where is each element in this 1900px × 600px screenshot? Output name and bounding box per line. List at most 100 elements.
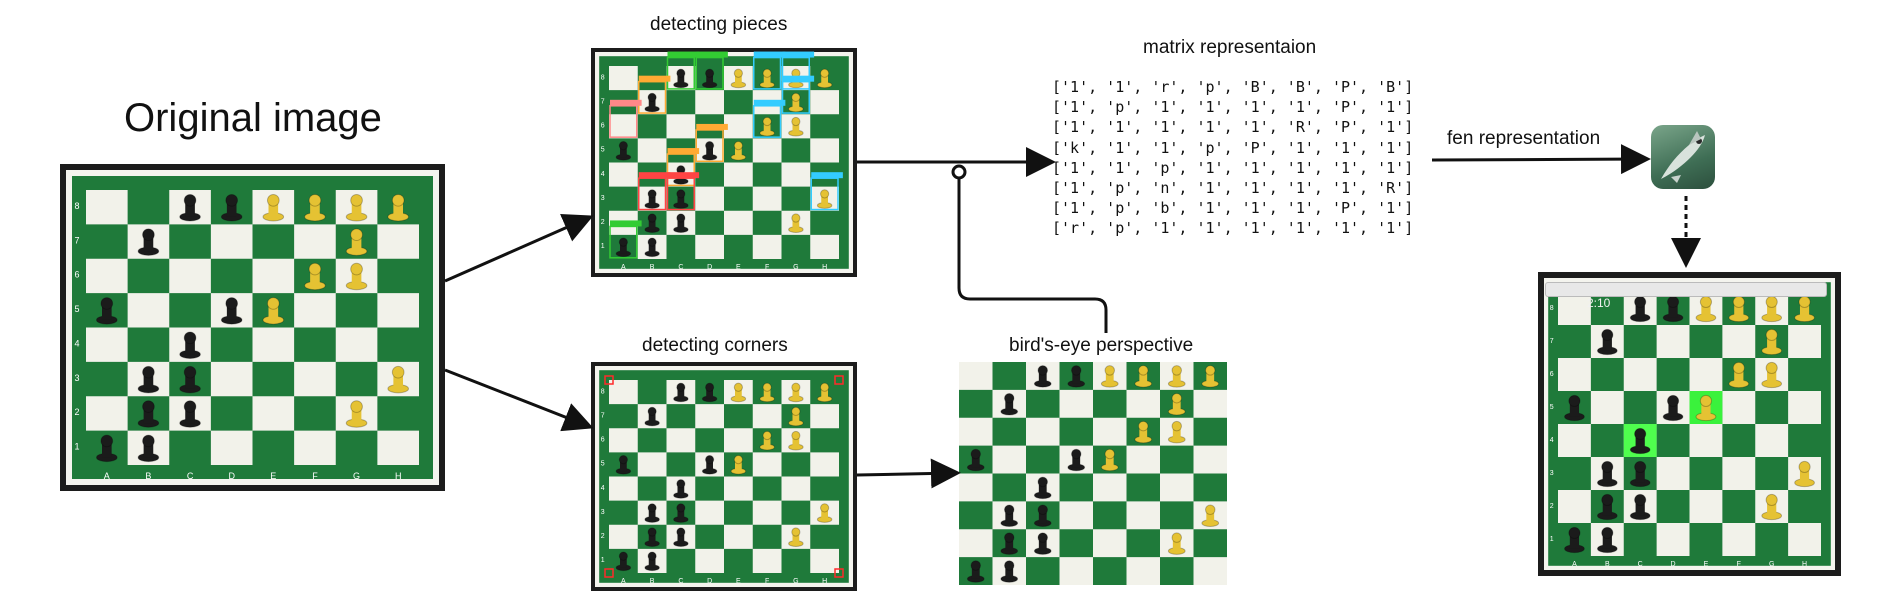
board-square xyxy=(1193,417,1227,446)
arrow-to-corners xyxy=(444,368,594,432)
light-piece xyxy=(1794,460,1815,488)
board-square xyxy=(609,186,638,211)
board-square xyxy=(637,476,667,501)
detection-label-tag xyxy=(696,51,728,58)
dark-piece xyxy=(673,503,689,523)
board-square xyxy=(752,162,782,187)
dark-piece xyxy=(644,189,660,209)
board-square xyxy=(1788,358,1821,391)
light-piece xyxy=(1167,420,1186,444)
detection-label-tag xyxy=(610,220,642,227)
rank-label: 6 xyxy=(601,437,605,444)
board-square xyxy=(752,476,782,501)
light-piece xyxy=(816,68,833,89)
file-label: G xyxy=(353,471,360,481)
dark-piece xyxy=(966,448,985,472)
light-piece xyxy=(816,382,833,403)
light-piece xyxy=(759,430,775,451)
title-birds-eye: bird's-eye perspective xyxy=(1009,335,1194,356)
board-square xyxy=(724,234,753,259)
dark-piece xyxy=(137,434,160,463)
board-square xyxy=(1689,457,1723,490)
board-square xyxy=(724,404,753,429)
dark-piece xyxy=(96,297,118,325)
dark-piece xyxy=(137,365,160,394)
board-square xyxy=(609,404,638,429)
dark-piece xyxy=(1000,392,1019,416)
dark-piece xyxy=(644,551,660,572)
board-square xyxy=(1093,389,1127,418)
chess-engine-app-icon xyxy=(1651,125,1715,189)
dark-piece xyxy=(1033,365,1052,388)
rank-label: 5 xyxy=(601,147,605,154)
light-piece xyxy=(788,527,804,547)
rank-label: 1 xyxy=(601,243,605,250)
light-piece xyxy=(788,116,804,137)
dark-piece xyxy=(673,68,689,89)
board-square xyxy=(1558,457,1591,490)
board-square xyxy=(1193,473,1227,502)
light-piece xyxy=(759,68,775,89)
dark-piece xyxy=(644,527,660,547)
board-square xyxy=(252,430,295,465)
corner-marker xyxy=(604,375,614,385)
corner-marker xyxy=(604,568,614,578)
file-label: E xyxy=(736,578,741,585)
dark-piece xyxy=(644,213,660,233)
board-square xyxy=(252,361,295,397)
dark-piece xyxy=(673,189,689,209)
dark-piece xyxy=(1564,526,1585,554)
rank-label: 3 xyxy=(74,373,79,383)
file-label: F xyxy=(765,264,769,271)
file-label: D xyxy=(1671,561,1676,568)
board-square xyxy=(169,293,211,328)
file-label: H xyxy=(822,578,827,585)
board-square xyxy=(724,548,753,573)
light-piece xyxy=(262,297,285,325)
birds-eye-image xyxy=(959,362,1227,585)
light-piece xyxy=(387,365,409,394)
file-label: F xyxy=(312,471,318,481)
rank-label: 5 xyxy=(601,461,605,468)
board-square xyxy=(724,90,753,115)
board-square xyxy=(1093,557,1127,585)
board-square xyxy=(1755,523,1789,556)
board-square xyxy=(781,234,811,259)
rank-label: 4 xyxy=(1550,437,1554,444)
timer-text: 2:10 xyxy=(1587,296,1611,310)
board-square xyxy=(666,234,696,259)
arrow-to-birds-eye xyxy=(856,458,961,489)
board-square xyxy=(1656,424,1690,457)
file-label: B xyxy=(145,471,151,481)
rank-label: 4 xyxy=(74,338,79,348)
file-label: C xyxy=(187,471,194,481)
rank-label: 3 xyxy=(601,509,605,516)
chessboard xyxy=(959,362,1227,585)
detection-label-tag xyxy=(696,123,728,130)
dark-piece xyxy=(644,406,660,427)
matrix-row: ['1', '1', 'p', '1', '1', '1', '1', '1'] xyxy=(1052,158,1414,177)
board-square xyxy=(210,258,253,294)
dark-piece xyxy=(220,297,243,325)
file-label: A xyxy=(621,578,626,585)
board-square xyxy=(1689,523,1723,556)
board-square xyxy=(169,224,211,259)
board-square xyxy=(752,524,782,549)
board-square xyxy=(377,396,419,431)
dark-piece xyxy=(1596,493,1618,521)
dark-piece xyxy=(1629,427,1651,455)
detection-label-tag xyxy=(638,172,671,179)
dark-piece xyxy=(1033,476,1052,500)
dark-piece xyxy=(179,365,201,394)
dark-piece xyxy=(1067,365,1086,388)
board-square xyxy=(781,452,811,477)
board-square xyxy=(781,548,811,573)
board-square xyxy=(335,293,378,328)
board-square xyxy=(1193,529,1227,558)
rank-label: 8 xyxy=(601,74,605,81)
board-square xyxy=(377,258,419,294)
board-square xyxy=(1126,473,1160,502)
detection-label-tag xyxy=(753,99,786,106)
